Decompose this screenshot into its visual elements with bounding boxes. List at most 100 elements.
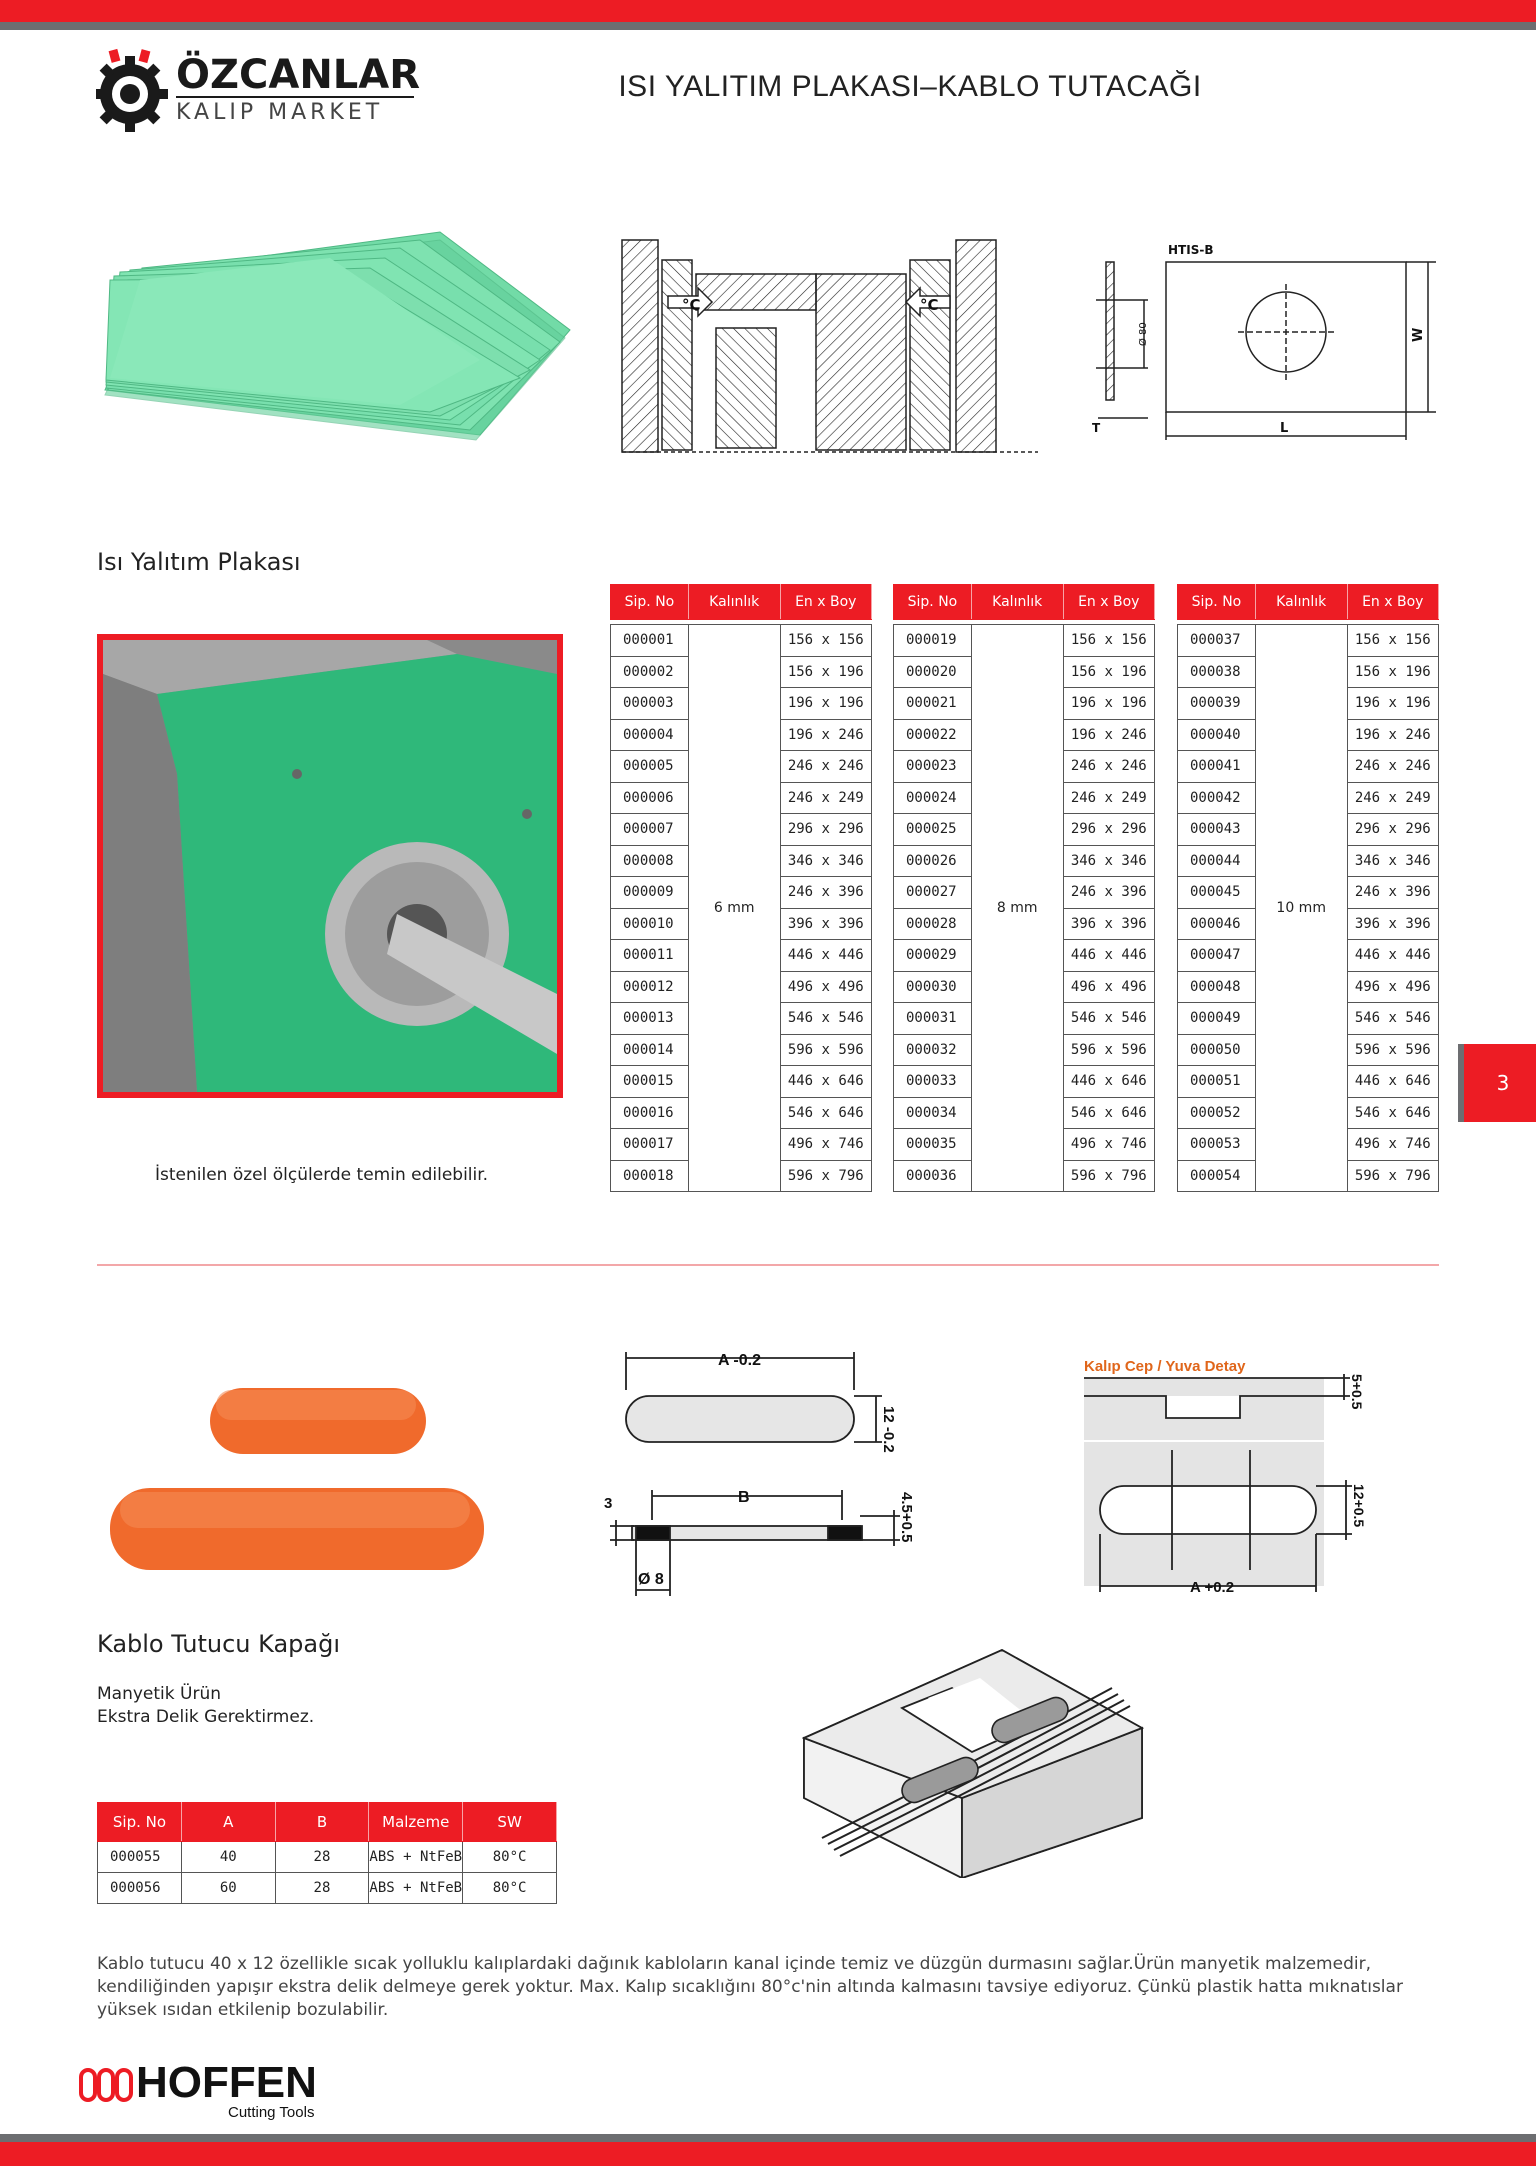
cell-sip-no: 000033 — [893, 1065, 972, 1098]
cell-b: 28 — [274, 1872, 370, 1904]
cell-sip-no: 000022 — [893, 718, 972, 751]
cell-sip-no: 000003 — [610, 687, 689, 720]
cell-sip-no: 000014 — [610, 1033, 689, 1066]
cell-sip-no: 000036 — [893, 1159, 972, 1192]
cell-size: 446 x 446 — [1062, 939, 1156, 972]
cell-size: 246 x 249 — [1062, 781, 1156, 814]
cell-sip-no: 000054 — [1177, 1159, 1256, 1192]
cable-cover-drawing: A -0.2 12 -0.2 B 3 4.5+0.5 Ø 8 — [604, 1352, 915, 1596]
pocket-detail-drawing: 5+0.5 12+0.5 A +0.2 — [1084, 1374, 1367, 1596]
page-title: ISI YALITIM PLAKASI–KABLO TUTACAĞI — [618, 70, 1202, 103]
cell-size: 246 x 396 — [1346, 876, 1440, 909]
cell-sip-no: 000001 — [610, 624, 689, 657]
cell-size: 596 x 796 — [1346, 1159, 1440, 1192]
cell-sip-no: 000026 — [893, 844, 972, 877]
cell-a: 40 — [180, 1841, 276, 1873]
cell-size: 196 x 196 — [1062, 687, 1156, 720]
ozcanlar-logo: ÖZCANLAR KALIP MARKET — [96, 48, 426, 138]
cell-size: 546 x 546 — [1346, 1002, 1440, 1035]
cell-size: 346 x 346 — [1346, 844, 1440, 877]
dim-hole: Ø 80 — [1137, 322, 1149, 346]
footer-brand: HOFFEN — [136, 2058, 317, 2107]
cell-sip-no: 000007 — [610, 813, 689, 846]
dim-pocket-a-tol: A +0.2 — [1190, 1579, 1234, 1596]
cell-sip-no: 000046 — [1177, 907, 1256, 940]
cell-size: 246 x 249 — [1346, 781, 1440, 814]
cell-b: 28 — [274, 1841, 370, 1873]
cell-sip-no: 000010 — [610, 907, 689, 940]
cell-thickness: 8 mm — [970, 624, 1064, 1192]
dim-h-tol: 12 -0.2 — [880, 1406, 897, 1453]
cell-size: 246 x 249 — [779, 781, 873, 814]
cell-size: 246 x 396 — [779, 876, 873, 909]
cable-feature-2: Ekstra Delik Gerektirmez. — [97, 1707, 315, 1727]
col-sip-no: Sip. No — [1177, 584, 1256, 620]
cell-sip-no: 000015 — [610, 1065, 689, 1098]
cell-sip-no: 000017 — [610, 1128, 689, 1161]
cell-size: 546 x 646 — [1062, 1096, 1156, 1129]
cell-sip-no: 000050 — [1177, 1033, 1256, 1066]
cell-sip-no: 000051 — [1177, 1065, 1256, 1098]
hoffen-mark-icon — [79, 2068, 133, 2102]
dim-depth-tol: 5+0.5 — [1349, 1374, 1365, 1410]
cell-size: 546 x 646 — [1346, 1096, 1440, 1129]
table-row: 000055 40 28 ABS + NtFeB 80°C — [97, 1841, 557, 1873]
cell-size: 496 x 746 — [1346, 1128, 1440, 1161]
dim-pocket-h-tol: 12+0.5 — [1351, 1484, 1367, 1527]
col-sip-no: Sip. No — [97, 1802, 182, 1842]
cell-size: 546 x 646 — [779, 1096, 873, 1129]
col-b: B — [274, 1802, 370, 1842]
cell-sip-no: 000045 — [1177, 876, 1256, 909]
cell-sip-no: 000027 — [893, 876, 972, 909]
bottom-bar — [0, 2134, 1536, 2166]
cell-sip-no: 000029 — [893, 939, 972, 972]
cell-sip-no: 000030 — [893, 970, 972, 1003]
cell-size: 156 x 156 — [1346, 624, 1440, 657]
cell-sip-no: 000056 — [97, 1872, 182, 1904]
table-row: 000054 596 x 796 — [1177, 1159, 1440, 1192]
cell-size: 196 x 246 — [779, 718, 873, 751]
pocket-detail-title: Kalıp Cep / Yuva Detay — [1084, 1358, 1246, 1375]
cell-size: 546 x 546 — [1062, 1002, 1156, 1035]
cell-size: 296 x 296 — [1062, 813, 1156, 846]
cell-sip-no: 000013 — [610, 1002, 689, 1035]
cell-sip-no: 000044 — [1177, 844, 1256, 877]
cell-sip-no: 000019 — [893, 624, 972, 657]
cell-size: 156 x 156 — [1062, 624, 1156, 657]
insulation-photo — [97, 634, 563, 1098]
col-kalinlik: Kalınlık — [970, 584, 1064, 620]
gear-logo-icon — [96, 48, 168, 132]
cell-size: 596 x 596 — [779, 1033, 873, 1066]
cell-sip-no: 000053 — [1177, 1128, 1256, 1161]
cell-size: 596 x 796 — [779, 1159, 873, 1192]
temp-label-left: °C — [682, 296, 701, 314]
cell-size: 156 x 196 — [1346, 655, 1440, 688]
cell-sip-no: 000040 — [1177, 718, 1256, 751]
cell-size: 296 x 296 — [1346, 813, 1440, 846]
cell-size: 446 x 646 — [779, 1065, 873, 1098]
table-row: 000034 546 x 646 — [893, 1096, 1156, 1129]
cell-size: 196 x 246 — [1062, 718, 1156, 751]
section-divider — [97, 1264, 1439, 1266]
col-sw: SW — [462, 1802, 557, 1842]
cell-size: 446 x 646 — [1346, 1065, 1440, 1098]
brand-subtitle: KALIP MARKET — [176, 100, 384, 125]
cell-thickness: 6 mm — [687, 624, 781, 1192]
table-row: 000044 346 x 346 — [1177, 844, 1440, 877]
cell-sip-no: 000012 — [610, 970, 689, 1003]
cable-feature-1: Manyetik Ürün — [97, 1684, 221, 1704]
cell-sip-no: 000005 — [610, 750, 689, 783]
cell-sip-no: 000034 — [893, 1096, 972, 1129]
cell-sip-no: 000011 — [610, 939, 689, 972]
table-row: 000015 446 x 646 — [610, 1065, 873, 1098]
